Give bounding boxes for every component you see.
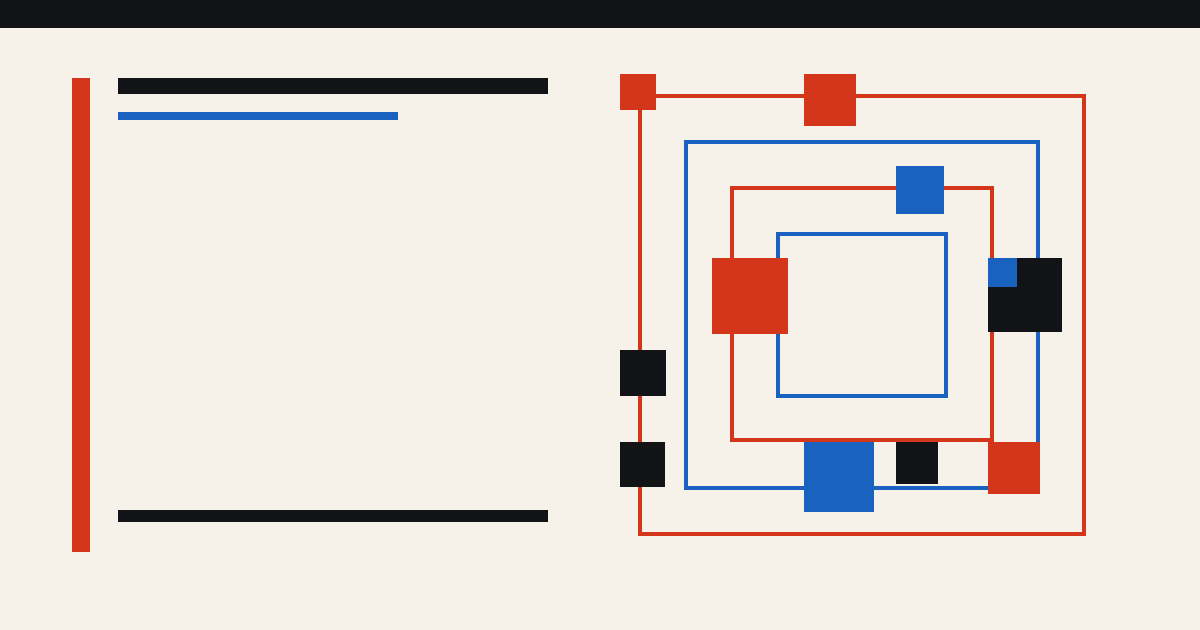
title-bar [118,78,548,94]
outer-red-frame [638,94,1086,536]
black-block-bottom-right [896,442,938,484]
red-block-center-left [712,258,788,334]
footer-bar [118,510,548,522]
accent-rule [72,78,90,552]
black-block-left-lower [620,442,665,487]
red-block-top-center [804,74,856,126]
blue-block-bottom [804,442,874,512]
subtitle-bar [118,112,398,120]
black-block-left-middle [620,350,666,396]
inner-blue-frame [776,232,948,398]
red-block-top-left [620,74,656,110]
red-block-bottom-right [988,442,1040,494]
blue-block-right-notch [988,258,1017,287]
top-bar [0,0,1200,28]
geometric-artwork [620,74,1086,536]
blue-block-upper [896,166,944,214]
